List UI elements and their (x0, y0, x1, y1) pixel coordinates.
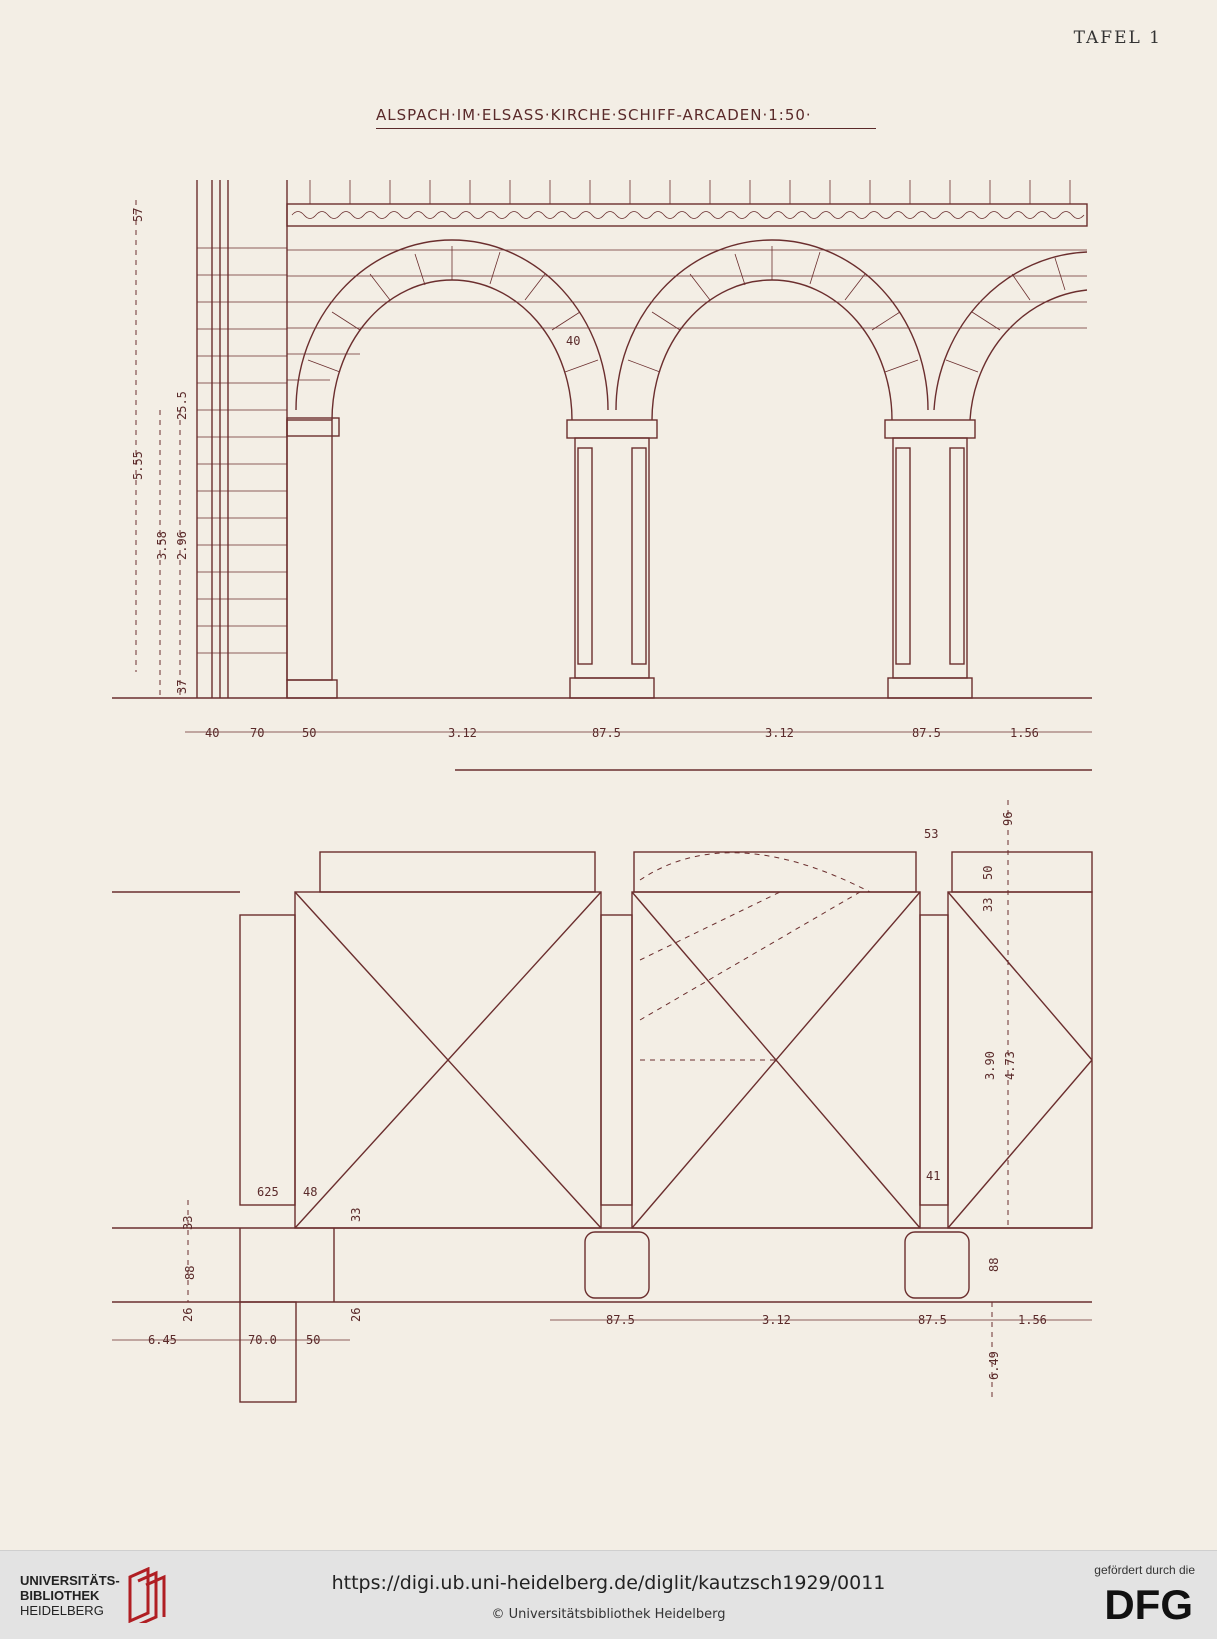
dim-358: 3.58 (155, 531, 169, 560)
dim-57: 57 (131, 208, 145, 222)
elevation-dimension-labels: 40 70 50 3.12 87.5 3.12 87.5 1.56 40 5.5… (131, 208, 1039, 740)
dim-296: 2.96 (175, 531, 189, 560)
dim-70: 70 (250, 726, 264, 740)
dim-33-top: 33 (981, 898, 995, 912)
dfg-logo-text: DFG (1104, 1581, 1193, 1625)
dim-156-b: 1.56 (1018, 1313, 1047, 1327)
scanned-page: TAFEL 1 ALSPACH·IM·ELSASS·KIRCHE·SCHIFF-… (112, 28, 1162, 1403)
plate-label: TAFEL 1 (1073, 28, 1162, 48)
architectural-drawing: 40 70 50 3.12 87.5 3.12 87.5 1.56 40 5.5… (112, 180, 1093, 1403)
dim-312-c: 3.12 (762, 1313, 791, 1327)
dim-48: 48 (303, 1185, 317, 1199)
plan: 53 96 50 33 3.90 4.73 88 6.49 625 48 33 … (112, 800, 1093, 1403)
dim-53: 53 (924, 827, 938, 841)
library-city: HEIDELBERG (20, 1603, 104, 1618)
dim-41: 41 (926, 1169, 940, 1183)
elevation: 40 70 50 3.12 87.5 3.12 87.5 1.56 40 5.5… (112, 180, 1092, 771)
dim-625: 625 (257, 1185, 279, 1199)
dim-50: 50 (981, 866, 995, 880)
dim-875-a: 87.5 (592, 726, 621, 740)
dim-50-b: 50 (306, 1333, 320, 1347)
permalink-url[interactable]: https://digi.ub.uni-heidelberg.de/diglit… (331, 1572, 886, 1594)
dim-88-left: 88 (183, 1266, 197, 1280)
dim-312-b: 3.12 (765, 726, 794, 740)
plan-dimension-labels: 53 96 50 33 3.90 4.73 88 6.49 625 48 33 … (148, 812, 1047, 1380)
dim-875-c: 87.5 (606, 1313, 635, 1327)
dim-700: 70.0 (248, 1333, 277, 1347)
library-name-line2: BIBLIOTHEK (20, 1588, 100, 1603)
dim-33-b: 33 (181, 1216, 195, 1230)
funding-text: gefördert durch die (1094, 1563, 1195, 1577)
dim-473: 4.73 (1003, 1051, 1017, 1080)
library-name: UNIVERSITÄTS- BIBLIOTHEK HEIDELBERG (20, 1573, 120, 1618)
dim-645: 6.45 (148, 1333, 177, 1347)
dim-555: 5.55 (131, 451, 145, 480)
dim-649: 6.49 (987, 1351, 1001, 1380)
dim-33-a: 33 (349, 1208, 363, 1222)
dim-88-right: 88 (987, 1258, 1001, 1272)
dim-37: 37 (175, 680, 189, 694)
dim-156: 1.56 (1010, 726, 1039, 740)
copyright-notice: © Universitätsbibliothek Heidelberg (491, 1607, 726, 1622)
dim-40: 40 (205, 726, 219, 740)
dfg-logo-icon: DFG (1104, 1581, 1193, 1625)
dim-50: 50 (302, 726, 316, 740)
dim-voussoir: 40 (566, 334, 580, 348)
library-logo-icon (128, 1567, 166, 1623)
dim-255: 25.5 (175, 391, 189, 420)
library-name-line1: UNIVERSITÄTS- (20, 1573, 120, 1588)
drawing-title: ALSPACH·IM·ELSASS·KIRCHE·SCHIFF-ARCADEN·… (376, 106, 876, 129)
dim-96: 96 (1001, 812, 1015, 826)
dim-390: 3.90 (983, 1051, 997, 1080)
dim-875-b: 87.5 (912, 726, 941, 740)
dim-26-a: 26 (181, 1308, 195, 1322)
dim-875-d: 87.5 (918, 1313, 947, 1327)
dim-26-b: 26 (349, 1308, 363, 1322)
viewer-footer: UNIVERSITÄTS- BIBLIOTHEK HEIDELBERG http… (0, 1550, 1217, 1639)
dim-312-a: 3.12 (448, 726, 477, 740)
